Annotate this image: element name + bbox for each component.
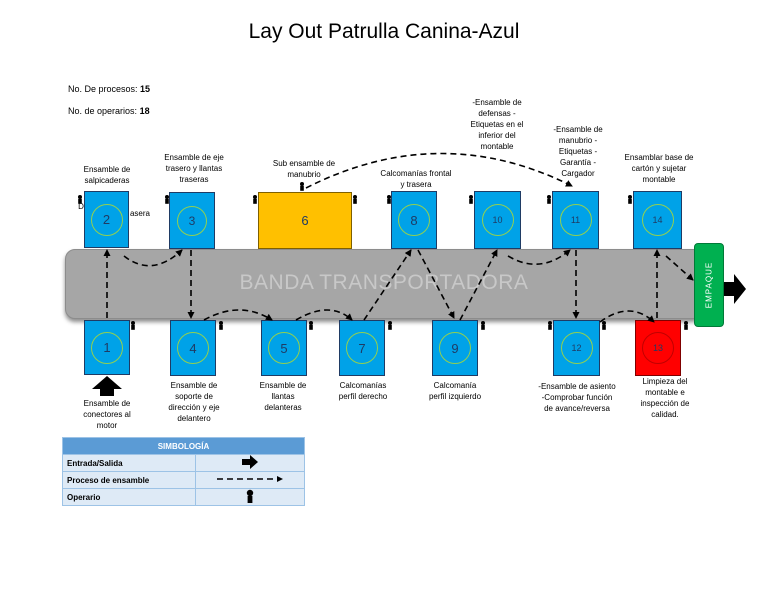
operator-count-label: No. de operarios:	[68, 106, 138, 116]
station-1-number: 1	[91, 331, 123, 364]
flow-arrow-8-9	[417, 249, 455, 319]
station-14-number: 14	[641, 204, 674, 236]
station-7-number: 7	[346, 332, 378, 364]
operator-icon	[246, 489, 254, 503]
station-8-number: 8	[398, 204, 430, 236]
station-10-number: 10	[481, 204, 514, 236]
station-12[interactable]: 12	[553, 320, 600, 376]
label-station-2-fragment-left: D	[78, 202, 84, 211]
operator-icon	[253, 195, 257, 204]
label-station-2: Ensamble de salpicaderas	[83, 165, 131, 185]
station-13[interactable]: 13	[635, 320, 681, 376]
operator-icon	[481, 321, 485, 330]
station-5-number: 5	[268, 332, 300, 364]
entry-arrow	[92, 376, 122, 396]
flow-arrow-14-empaque	[665, 255, 694, 281]
operator-icon	[353, 195, 357, 204]
operator-icon	[388, 321, 392, 330]
station-8[interactable]: 8	[391, 191, 437, 249]
empaque-station: EMPAQUE	[694, 243, 724, 327]
station-2-number: 2	[90, 203, 123, 236]
flow-arrow-4-5	[203, 309, 273, 321]
legend-symbol-io	[195, 454, 305, 472]
label-station-12: -Ensamble de asiento -Comprobar función …	[538, 382, 616, 413]
label-station-13: Limpieza del montable e inspección de ca…	[640, 377, 690, 419]
station-14[interactable]: 14	[633, 191, 682, 249]
station-4[interactable]: 4	[170, 320, 216, 376]
station-11[interactable]: 11	[552, 191, 599, 249]
operator-count: No. de operarios: 18	[68, 106, 150, 116]
operator-count-value: 18	[139, 106, 150, 116]
operator-icon	[219, 321, 223, 330]
flow-arrow-5-7	[295, 309, 353, 321]
process-count-value: 15	[140, 84, 151, 94]
station-2[interactable]: 2	[84, 191, 129, 248]
label-station-2-fragment-right: asera	[129, 209, 150, 218]
flow-arrow-2-3	[123, 249, 183, 267]
operator-icon	[548, 321, 552, 330]
station-9-number: 9	[439, 332, 471, 364]
station-12-number: 12	[560, 332, 593, 364]
flow-arrow-6-11	[305, 152, 573, 189]
legend-symbol-operator	[195, 488, 305, 506]
legend-entry-io: Entrada/Salida	[62, 454, 196, 472]
dashed-arrow-icon	[217, 476, 283, 482]
station-3[interactable]: 3	[169, 192, 215, 249]
label-station-3: Ensamble de eje trasero y llantas traser…	[164, 153, 224, 184]
label-station-10: -Ensamble de defensas -Etiquetas en el i…	[470, 98, 524, 151]
operator-icon	[387, 195, 391, 204]
operator-icon	[300, 182, 304, 191]
station-11-number: 11	[559, 204, 592, 236]
operator-icon	[165, 195, 169, 204]
station-7[interactable]: 7	[339, 320, 385, 376]
conveyor-belt-label: BANDA TRANSPORTADORA	[239, 271, 529, 294]
label-station-1: Ensamble de conectores al motor	[83, 399, 131, 430]
operator-icon	[628, 195, 632, 204]
operator-icon	[469, 195, 473, 204]
label-station-8: Calcomanías frontal y trasera	[380, 169, 452, 189]
label-station-9: Calcomanía perfil izquierdo	[428, 381, 482, 401]
station-4-number: 4	[177, 332, 209, 364]
operator-icon	[78, 195, 82, 204]
page-title: Lay Out Patrulla Canina-Azul	[248, 20, 520, 43]
station-1[interactable]: 1	[84, 320, 130, 375]
operator-icon	[684, 321, 688, 330]
station-5[interactable]: 5	[261, 320, 307, 376]
conveyor-belt	[65, 249, 703, 319]
label-station-14: Ensamblar base de cartón y sujetar monta…	[624, 153, 694, 184]
process-count: No. De procesos: 15	[68, 84, 150, 94]
label-station-11: -Ensamble de manubrio -Etiquetas -Garant…	[553, 125, 603, 178]
station-13-number: 13	[642, 332, 674, 364]
label-station-6: Sub ensamble de manubrio	[272, 159, 336, 179]
exit-arrow	[724, 274, 746, 304]
label-station-7: Calcomanías perfil derecho	[338, 381, 388, 401]
operator-icon	[547, 195, 551, 204]
right-arrow-icon	[242, 455, 258, 469]
flow-arrow-10-11	[507, 249, 571, 265]
station-6-number: 6	[301, 213, 309, 228]
station-3-number: 3	[177, 205, 207, 236]
label-station-5: Ensamble de llantas delanteras	[259, 381, 307, 412]
flow-arrow-9-10	[459, 249, 498, 321]
operator-icon	[131, 321, 135, 330]
legend-symbol-process	[195, 471, 305, 489]
operator-icon	[309, 321, 313, 330]
legend-header: SIMBOLOGÍA	[62, 437, 305, 455]
station-10[interactable]: 10	[474, 191, 521, 249]
station-6[interactable]: 6	[258, 192, 352, 249]
station-9[interactable]: 9	[432, 320, 478, 376]
flow-arrow-12-13	[599, 310, 655, 323]
process-count-label: No. De procesos:	[68, 84, 138, 94]
label-station-4: Ensamble de soporte de dirección y eje d…	[168, 381, 220, 423]
legend-entry-operator: Operario	[62, 488, 196, 506]
legend-table: SIMBOLOGÍA Entrada/Salida Proceso de ens…	[62, 437, 305, 506]
legend-entry-process: Proceso de ensamble	[62, 471, 196, 489]
operator-icon	[602, 321, 606, 330]
flow-arrow-7-8	[363, 249, 412, 321]
